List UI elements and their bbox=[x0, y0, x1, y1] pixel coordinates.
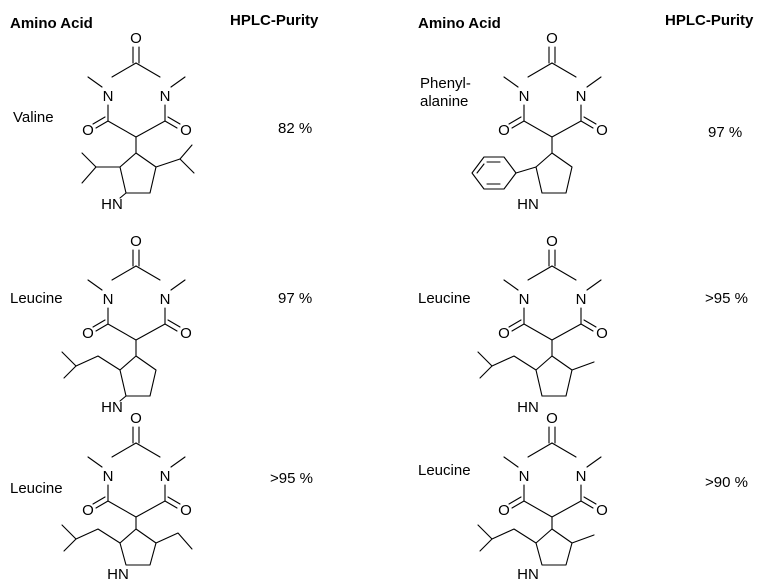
molecule-leucine-adduct-1: O N N O O HN bbox=[61, 233, 192, 416]
atom-amine: HN bbox=[101, 196, 123, 213]
pyrrolidine-ring: HN bbox=[517, 355, 573, 416]
atom-oxygen: O bbox=[130, 30, 142, 47]
atom-nitrogen: N bbox=[160, 88, 171, 105]
purity-leucine-1: 97 % bbox=[278, 290, 313, 307]
header-hplc-purity-right: HPLC-Purity bbox=[665, 12, 754, 29]
atom-oxygen: O bbox=[546, 30, 558, 47]
molecule-leucine-adduct-4: O N N O O HN bbox=[477, 410, 608, 580]
atom-oxygen: O bbox=[498, 325, 510, 342]
atom-nitrogen: N bbox=[519, 88, 530, 105]
atom-nitrogen: N bbox=[519, 468, 530, 485]
molecule-leucine-adduct-2: O N N O O HN bbox=[61, 410, 193, 580]
amino-acid-valine: Valine bbox=[13, 109, 54, 126]
amino-acid-leucine-4: Leucine bbox=[418, 462, 471, 479]
atom-oxygen: O bbox=[596, 325, 608, 342]
purity-phenylalanine: 97 % bbox=[708, 124, 743, 141]
amino-acid-leucine-1: Leucine bbox=[10, 290, 63, 307]
atom-amine: HN bbox=[517, 399, 539, 416]
header-amino-acid-right: Amino Acid bbox=[418, 15, 501, 32]
barbiturate-ring: O N N O O bbox=[498, 30, 608, 154]
atom-oxygen: O bbox=[130, 233, 142, 250]
atom-oxygen: O bbox=[596, 122, 608, 139]
pyrrolidine-ring: HN bbox=[107, 528, 157, 580]
atom-oxygen: O bbox=[546, 410, 558, 427]
atom-oxygen: O bbox=[180, 502, 192, 519]
barbiturate-ring: O N N O O bbox=[498, 233, 608, 357]
atom-nitrogen: N bbox=[160, 291, 171, 308]
atom-nitrogen: N bbox=[519, 291, 530, 308]
atom-nitrogen: N bbox=[576, 291, 587, 308]
atom-oxygen: O bbox=[498, 502, 510, 519]
amino-acid-phenylalanine-line2: alanine bbox=[420, 93, 469, 110]
header-amino-acid-left: Amino Acid bbox=[10, 15, 93, 32]
purity-leucine-4: >90 % bbox=[705, 474, 748, 491]
atom-nitrogen: N bbox=[576, 88, 587, 105]
alkyl-side-chains bbox=[61, 524, 193, 552]
molecule-phenylalanine-adduct: O N N O O HN bbox=[471, 30, 608, 213]
atom-amine: HN bbox=[517, 196, 539, 213]
pyrrolidine-ring: HN bbox=[101, 355, 157, 416]
atom-nitrogen: N bbox=[103, 468, 114, 485]
molecule-valine-adduct: O N N O O HN bbox=[81, 30, 195, 213]
amino-acid-leucine-2: Leucine bbox=[10, 480, 63, 497]
isopropyl-groups bbox=[81, 144, 195, 184]
atom-oxygen: O bbox=[596, 502, 608, 519]
alkyl-side-chains bbox=[477, 351, 595, 379]
atom-oxygen: O bbox=[498, 122, 510, 139]
atom-nitrogen: N bbox=[160, 468, 171, 485]
amino-acid-phenylalanine-line1: Phenyl- bbox=[420, 75, 471, 92]
purity-valine: 82 % bbox=[278, 120, 313, 137]
header-hplc-purity-left: HPLC-Purity bbox=[230, 12, 319, 29]
atom-oxygen: O bbox=[82, 122, 94, 139]
barbiturate-ring: O N N O O bbox=[82, 233, 192, 357]
isobutyl-group bbox=[61, 351, 121, 379]
barbiturate-ring: O N N O O bbox=[498, 410, 608, 530]
amino-acid-leucine-3: Leucine bbox=[418, 290, 471, 307]
atom-oxygen: O bbox=[82, 502, 94, 519]
alkyl-side-chains bbox=[477, 524, 595, 552]
atom-oxygen: O bbox=[130, 410, 142, 427]
pyrrolidine-ring: HN bbox=[517, 528, 573, 580]
barbiturate-ring: O N N O O bbox=[82, 30, 192, 154]
atom-oxygen: O bbox=[82, 325, 94, 342]
atom-nitrogen: N bbox=[103, 88, 114, 105]
atom-oxygen: O bbox=[180, 122, 192, 139]
molecule-leucine-adduct-3: O N N O O HN bbox=[477, 233, 608, 416]
atom-amine: HN bbox=[517, 566, 539, 580]
pyrrolidine-ring: HN bbox=[517, 152, 573, 213]
purity-leucine-3: >95 % bbox=[705, 290, 748, 307]
atom-oxygen: O bbox=[180, 325, 192, 342]
benzyl-group bbox=[471, 156, 537, 190]
atom-oxygen: O bbox=[546, 233, 558, 250]
purity-leucine-2: >95 % bbox=[270, 470, 313, 487]
atom-nitrogen: N bbox=[576, 468, 587, 485]
atom-nitrogen: N bbox=[103, 291, 114, 308]
atom-amine: HN bbox=[101, 399, 123, 416]
pyrrolidine-ring: HN bbox=[101, 152, 157, 213]
atom-amine: HN bbox=[107, 566, 129, 580]
amino-acid-phenylalanine: Phenyl- alanine bbox=[420, 75, 471, 111]
barbiturate-ring: O N N O O bbox=[82, 410, 192, 530]
